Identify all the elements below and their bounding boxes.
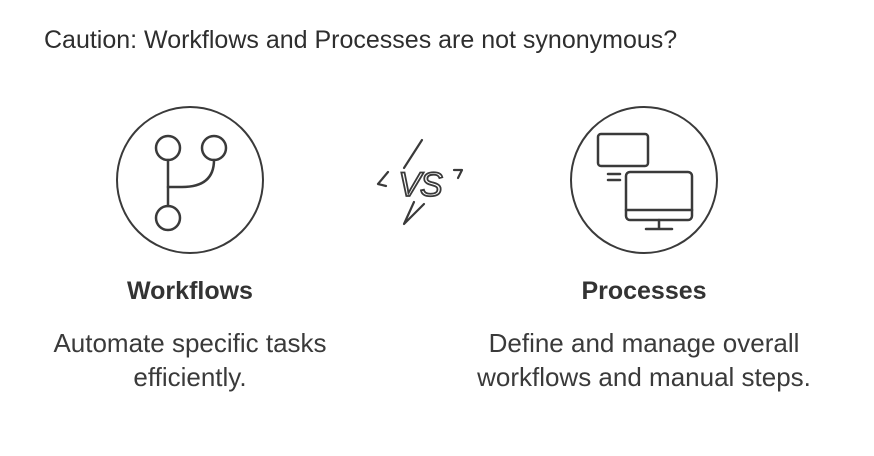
monitors-icon <box>596 132 694 231</box>
processes-heading: Processes <box>581 277 707 305</box>
workflows-icon-circle <box>116 106 264 254</box>
vs-badge: VS <box>374 138 466 228</box>
processes-description: Define and manage overall workflows and … <box>477 328 811 392</box>
diagram-title: Caution: Workflows and Processes are not… <box>44 26 678 54</box>
processes-icon-circle <box>570 106 718 254</box>
workflows-heading: Workflows <box>127 277 253 305</box>
branch-icon <box>154 134 228 232</box>
vs-label: VS <box>398 166 443 204</box>
workflows-description: Automate specific tasks efficiently. <box>53 328 327 392</box>
